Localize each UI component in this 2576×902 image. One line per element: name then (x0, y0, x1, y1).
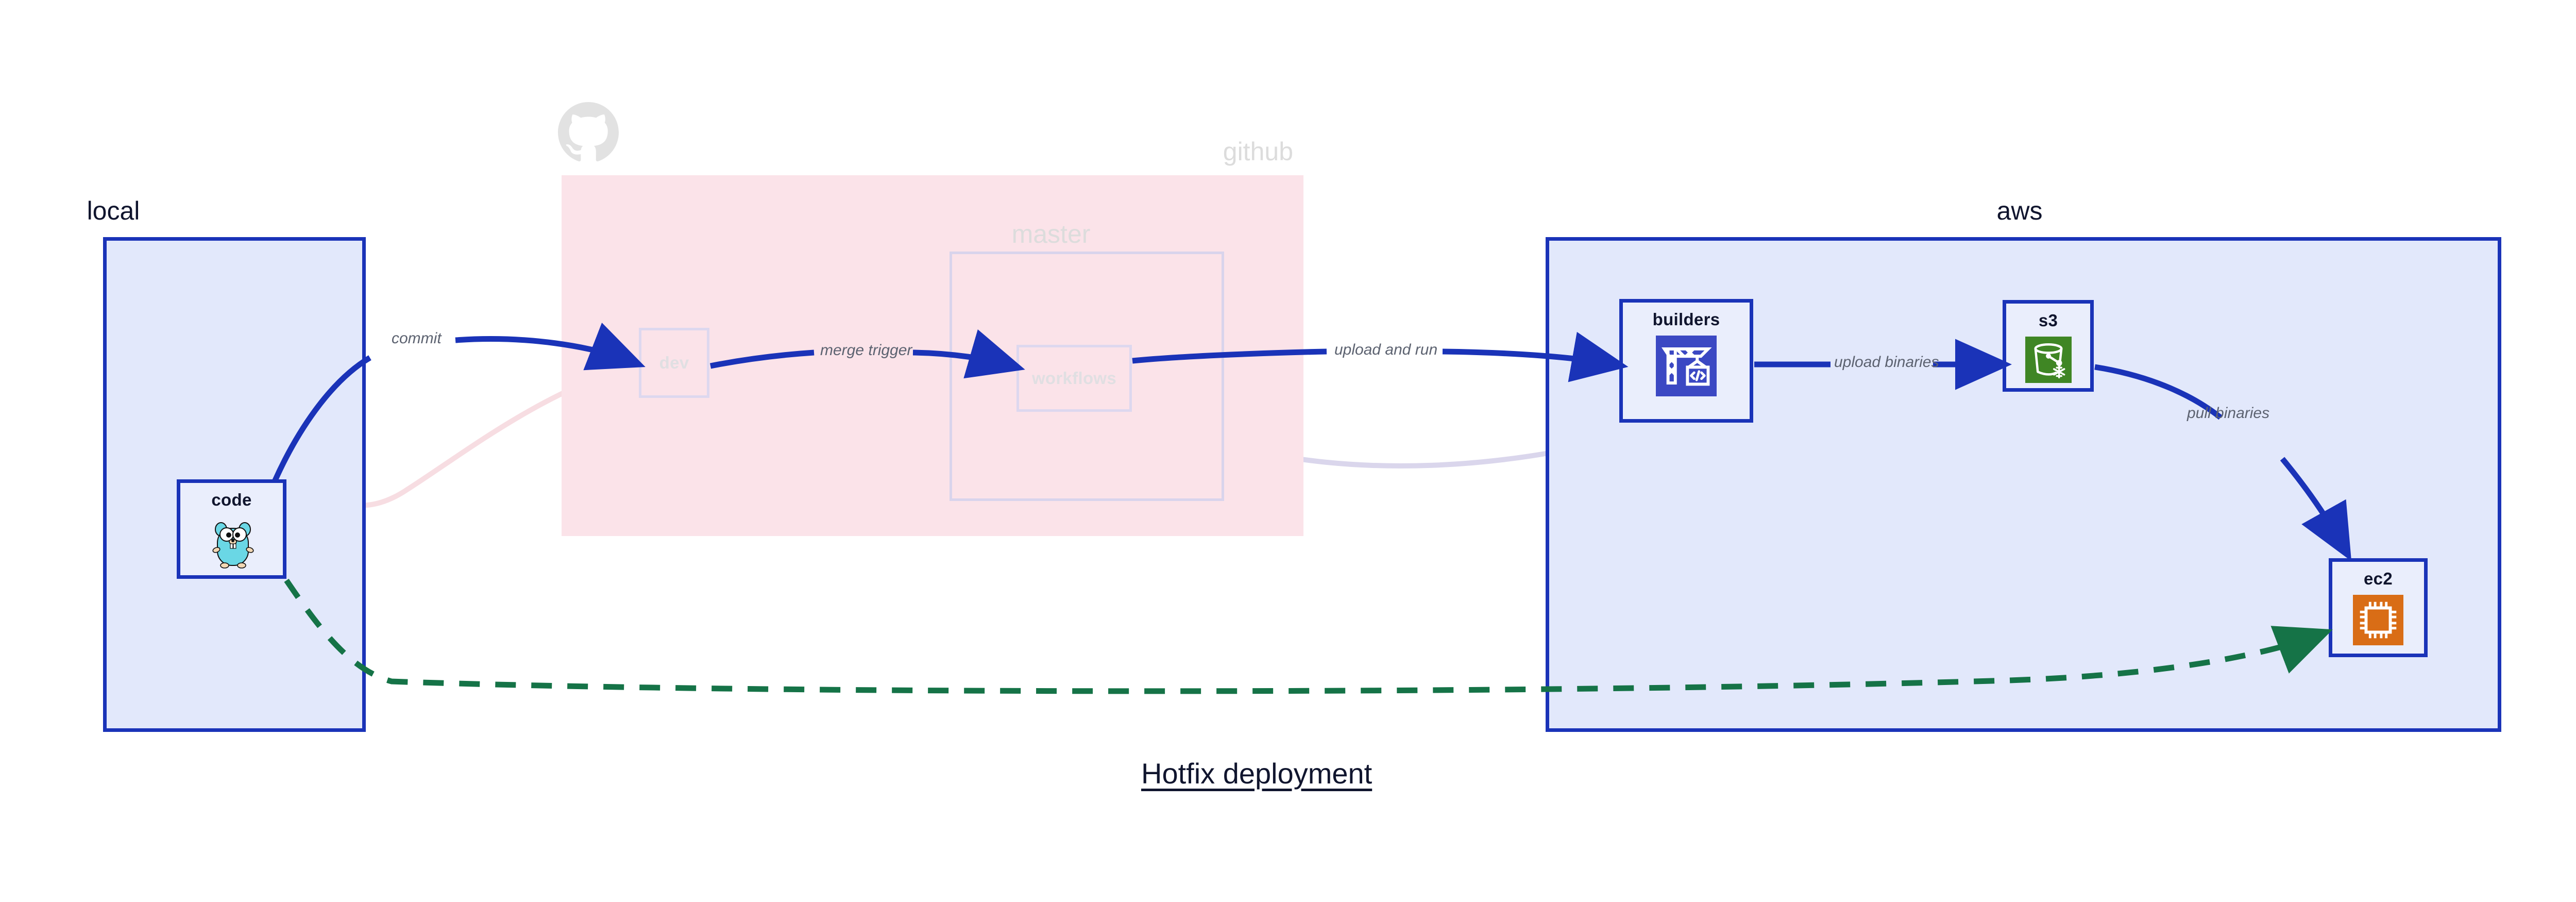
diagram-caption: Hotfix deployment (1141, 757, 1372, 790)
zone-title-aws: aws (1996, 196, 2043, 225)
zone-title-github: github (1223, 137, 1293, 166)
github-octocat-icon (558, 102, 619, 163)
zone-title-master: master (1011, 220, 1091, 248)
node-builders-label: builders (1652, 310, 1720, 329)
aws-s3-glacier-icon (2025, 337, 2072, 386)
node-ec2-label: ec2 (2364, 569, 2393, 588)
edge-label-upload-and-run: upload and run (1334, 341, 1438, 358)
node-workflows-label: workflows (1031, 369, 1117, 388)
node-code[interactable]: code (177, 479, 286, 579)
node-s3-label: s3 (2038, 311, 2058, 330)
zone-master (950, 252, 1224, 501)
edge-label-pull-binaries: pull binaries (2187, 405, 2270, 422)
node-workflows[interactable]: workflows (1016, 345, 1132, 412)
edge-label-merge-trigger: merge trigger (820, 342, 912, 359)
zone-title-local: local (87, 196, 140, 225)
node-dev-label: dev (659, 353, 689, 372)
node-ec2[interactable]: ec2 (2329, 558, 2428, 657)
edge-label-commit: commit (392, 330, 442, 347)
edge-label-upload-binaries: upload binaries (1834, 354, 1939, 371)
aws-ec2-icon (2353, 595, 2403, 648)
aws-codebuild-icon (1656, 336, 1717, 399)
node-s3[interactable]: s3 (2003, 300, 2094, 392)
node-code-label: code (211, 490, 252, 509)
go-gopher-icon (204, 516, 260, 573)
node-builders[interactable]: builders (1619, 299, 1753, 423)
node-dev[interactable]: dev (639, 328, 709, 398)
